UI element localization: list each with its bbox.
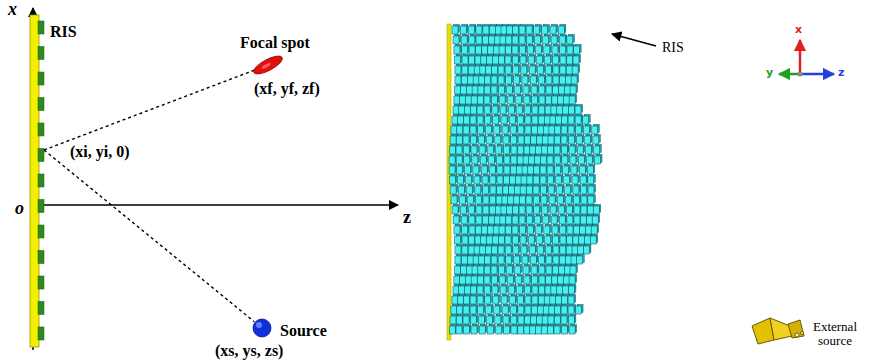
pointer-arrow [612,34,656,46]
ris-bar-shape [30,15,44,347]
axis-label: x [795,24,802,36]
node-heading: Focal spot [240,34,310,52]
ris-unit-cells [449,25,602,335]
dashed-ray [44,150,254,322]
node-heading: RIS [50,23,77,41]
origin-label: o [15,199,24,219]
axis-label: y [766,67,773,79]
axis-label: z [403,208,411,228]
coordinate-label: (xi, yi, 0) [70,143,130,161]
coordinate-triad [779,40,834,77]
node-heading: Source [280,322,327,340]
horn-antenna [752,318,804,344]
part-label: RIS [662,40,684,55]
z-axis [33,204,398,206]
axis-label: x [8,0,17,20]
focal-spot: Focal spot (xf, yf, zf) [230,34,350,100]
dashed-ray [44,70,256,150]
coordinate-label: (xf, yf, zf) [254,80,320,98]
ris-bar: RIS(xi, yi, 0) [30,15,44,347]
coordinate-label: (xs, ys, zs) [215,342,283,360]
axis-label: z [838,67,844,79]
part-label: External source [805,320,865,349]
source: Source (xs, ys, zs) [205,310,325,358]
